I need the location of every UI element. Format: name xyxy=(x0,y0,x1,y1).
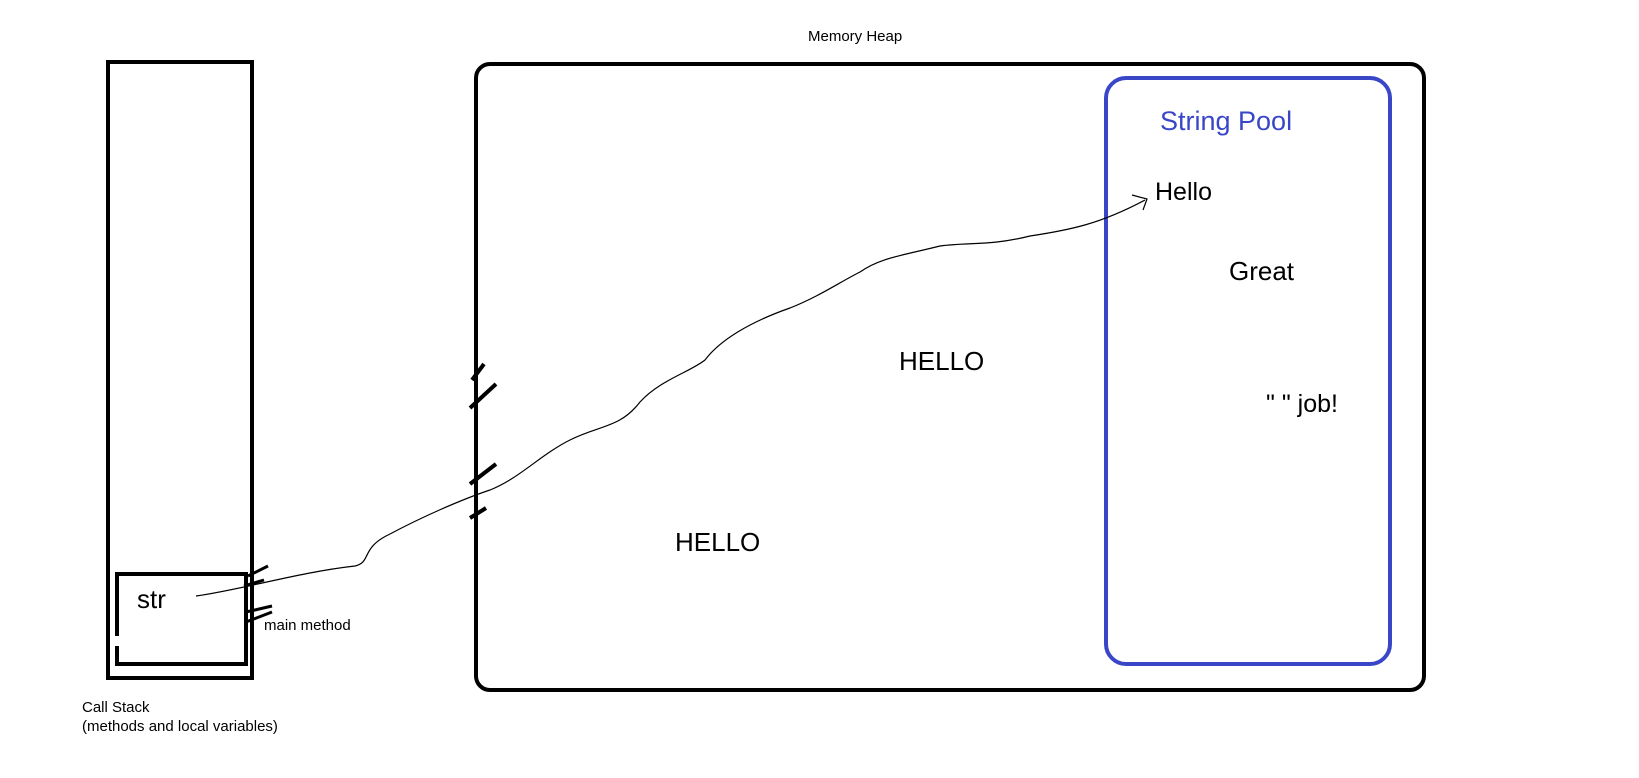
call-stack-box xyxy=(106,60,254,680)
heap-object-hello-2: HELLO xyxy=(675,527,761,557)
heap-break-marks xyxy=(468,362,498,520)
reference-arrow xyxy=(195,199,1146,597)
frame-marks xyxy=(243,564,273,624)
memory-heap-box xyxy=(474,62,1426,692)
arrow-head xyxy=(1131,194,1148,211)
call-stack-caption-subtitle: (methods and local variables) xyxy=(82,718,278,735)
call-stack-caption-title: Call Stack xyxy=(82,699,150,716)
stack-variable-str: str xyxy=(137,584,166,614)
pool-entry-great: Great xyxy=(1229,256,1295,286)
string-pool-box xyxy=(1104,76,1392,666)
heap-object-hello-1: HELLO xyxy=(899,346,985,376)
call-stack-caption: Call Stack (methods and local variables) xyxy=(82,698,278,736)
string-pool-title: String Pool xyxy=(1160,106,1293,136)
main-method-label: main method xyxy=(264,617,351,634)
pool-entry-hello: Hello xyxy=(1155,178,1212,206)
pool-entry-job: " " job! xyxy=(1266,390,1338,418)
main-method-frame xyxy=(115,572,248,666)
memory-heap-title: Memory Heap xyxy=(808,28,903,45)
